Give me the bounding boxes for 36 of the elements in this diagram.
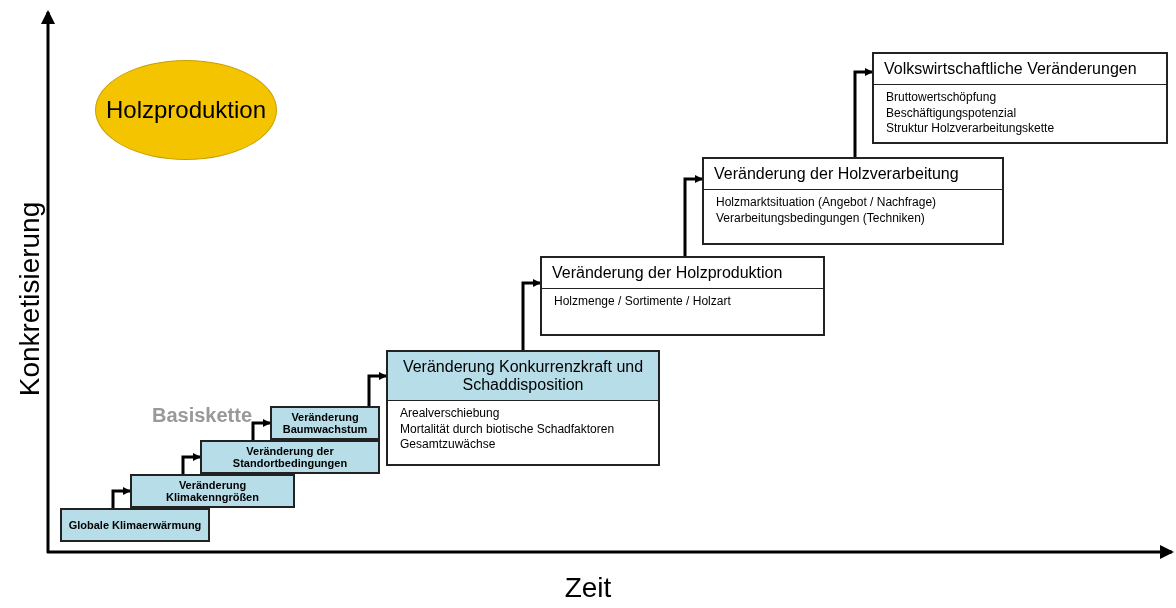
process-box	[200, 440, 380, 474]
arrow	[181, 453, 201, 474]
axis-title: Konkretisierung	[14, 200, 46, 399]
arrow	[683, 175, 703, 256]
process-box	[60, 508, 210, 542]
process-box	[702, 157, 1004, 245]
list-item: Mortalität durch biotische Schadfaktoren	[400, 421, 616, 438]
arrow	[367, 372, 387, 406]
list-item: Gesamtzuwächse	[400, 437, 497, 453]
list-item: Arealverschiebung	[400, 406, 501, 422]
list-item: Beschäftigungspotenzial	[886, 105, 1018, 122]
list-item: Holzmenge / Sortimente / Holzart	[554, 294, 732, 310]
arrow	[853, 68, 873, 157]
process-box	[270, 406, 380, 440]
box-title: Veränderung der Holzverarbeitung	[704, 159, 1002, 190]
box-label: Veränderung der Standortbedingungen	[231, 445, 349, 469]
list-item: Verarbeitungsbedingungen (Techniken)	[716, 210, 926, 227]
box-title: Veränderung der Holzproduktion	[542, 258, 823, 289]
arrow	[521, 279, 541, 350]
box-label: Holzproduktion	[105, 96, 267, 124]
process-box	[872, 52, 1168, 144]
chain-label: Basiskette	[152, 404, 253, 427]
box-label: Globale Klimaerwärmung	[68, 519, 202, 531]
box-title: Volkswirtschaftliche Veränderungen	[874, 54, 1166, 85]
process-box	[540, 256, 825, 336]
list-item: Struktur Holzverarbeitungskette	[886, 121, 1056, 137]
list-item: Holzmarktsituation (Angebot / Nachfrage)	[716, 195, 938, 211]
arrow	[111, 487, 131, 508]
box-label: Veränderung Klimakenngrößen	[165, 479, 260, 503]
list-item: Bruttowertschöpfung	[886, 90, 998, 106]
box-label: Veränderung Baumwachstum	[281, 411, 369, 435]
box-title: Veränderung Konkurrenzkraft und Schaddisposition	[388, 352, 658, 401]
arrow	[251, 419, 271, 440]
axis-title: Zeit	[563, 572, 613, 604]
process-box	[386, 350, 660, 466]
process-box	[130, 474, 295, 508]
